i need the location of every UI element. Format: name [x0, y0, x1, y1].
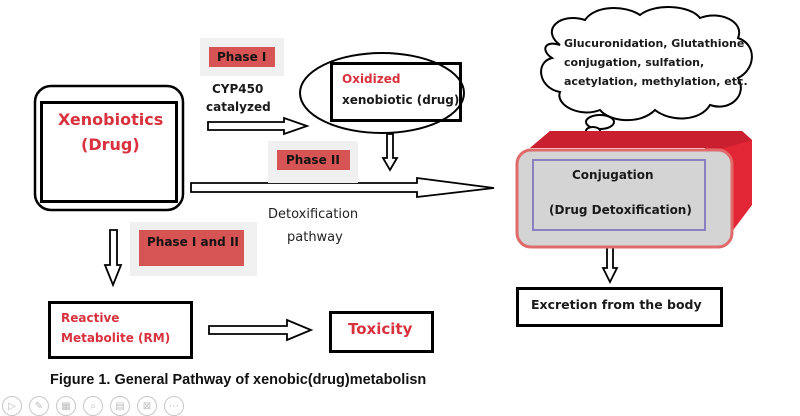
- play-icon[interactable]: ▷: [2, 396, 22, 416]
- detox-pathway-label-line1: Detoxification: [268, 207, 359, 222]
- thought-bubble-cloud: [540, 6, 753, 136]
- arrow-xenobiotics-down: [103, 229, 123, 288]
- arrow-oxidized-down: [381, 133, 399, 172]
- more-icon[interactable]: ⋯: [164, 396, 184, 416]
- zoom-icon[interactable]: ⌕: [83, 396, 103, 416]
- camera-off-icon[interactable]: ⊠: [137, 396, 157, 416]
- xenobiotics-label-line1: Xenobiotics: [58, 110, 164, 129]
- cyp450-label-line2: catalyzed: [206, 100, 271, 114]
- subtitles-icon[interactable]: ▤: [110, 396, 130, 416]
- xenobiotics-label-line2: (Drug): [81, 135, 140, 154]
- slides-icon[interactable]: ▦: [56, 396, 76, 416]
- arrow-to-toxicity: [208, 318, 314, 342]
- reactive-metabolite-node: [48, 301, 193, 359]
- thought-bubble-line2: conjugation, sulfation,: [564, 56, 705, 69]
- presentation-toolbar: ▷ ✎ ▦ ⌕ ▤ ⊠ ⋯: [2, 396, 184, 416]
- conjugation-label-line2: (Drug Detoxification): [549, 203, 692, 217]
- xenobiotics-node: [40, 101, 178, 203]
- phase1-tag: Phase I: [209, 47, 275, 67]
- figure-caption: Figure 1. General Pathway of xenobic(dru…: [50, 372, 427, 388]
- phase2-tag: Phase II: [277, 150, 350, 170]
- cyp450-label-line1: CYP450: [212, 82, 264, 96]
- oxidized-label-line1: Oxidized: [342, 72, 401, 86]
- arrow-detox-pathway: [190, 176, 495, 199]
- toxicity-node: [329, 311, 434, 353]
- reactive-metabolite-label-line2: Metabolite (RM): [61, 331, 171, 345]
- oxidized-node: [330, 62, 462, 122]
- excretion-label: Excretion from the body: [531, 297, 702, 312]
- thought-bubble-line1: Glucuronidation, Glutathione: [564, 37, 745, 50]
- arrow-to-oxidized: [207, 116, 310, 136]
- pen-icon[interactable]: ✎: [29, 396, 49, 416]
- detox-pathway-label-line2: pathway: [287, 230, 343, 245]
- reactive-metabolite-label-line1: Reactive: [61, 311, 120, 325]
- oxidized-label-line2: xenobiotic (drug): [342, 93, 460, 107]
- conjugation-label-line1: Conjugation: [572, 168, 654, 182]
- phase1and2-tag: Phase I and II: [139, 230, 244, 266]
- arrow-conjugation-down: [601, 246, 619, 285]
- xenobiotics-outer-frame: [33, 84, 185, 212]
- excretion-node: [516, 287, 723, 327]
- oxidized-ellipse: [299, 52, 465, 134]
- conjugation-3d-box: [515, 131, 752, 249]
- thought-bubble-line3: acetylation, methylation, etc.: [564, 75, 748, 88]
- toxicity-label: Toxicity: [348, 320, 413, 338]
